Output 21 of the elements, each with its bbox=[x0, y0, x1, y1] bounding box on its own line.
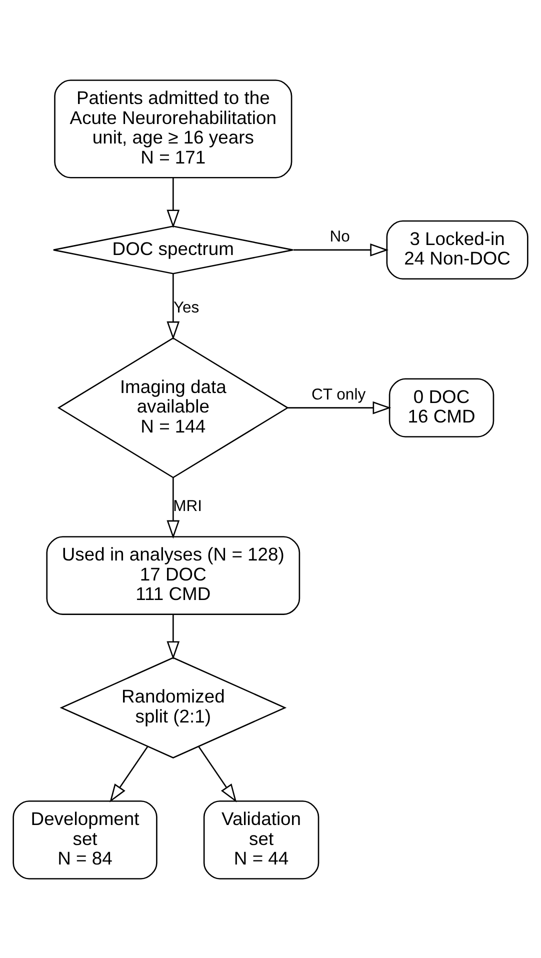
arrow bbox=[198, 746, 237, 802]
edge-label: CT only bbox=[312, 386, 366, 403]
arrow bbox=[293, 243, 389, 256]
node-box: Validation set N = 44 bbox=[203, 800, 320, 879]
arrow bbox=[166, 273, 180, 340]
node-box: Development set N = 84 bbox=[12, 800, 158, 879]
edge-label: Yes bbox=[173, 299, 200, 316]
node-box: Patients admitted to the Acute Neurorehabilitation unit, age ≥ 16 years N = 171 bbox=[54, 79, 292, 178]
arrow bbox=[166, 477, 180, 538]
node-box: 3 Locked-in 24 Non-DOC bbox=[386, 220, 528, 280]
node-box: 0 DOC 16 CMD bbox=[388, 378, 494, 437]
node-box: Used in analyses (N = 128) 17 DOC 111 CMD bbox=[46, 536, 300, 614]
node-diamond: DOC spectrum bbox=[52, 225, 294, 274]
edge-label: No bbox=[330, 228, 350, 246]
arrow bbox=[166, 614, 180, 660]
arrow bbox=[110, 746, 148, 802]
node-diamond: Randomized split (2:1) bbox=[60, 656, 287, 758]
arrow bbox=[288, 400, 392, 414]
arrow bbox=[166, 177, 180, 228]
edge-label: MRI bbox=[173, 498, 202, 515]
node-diamond: Imaging data available N = 144 bbox=[57, 336, 289, 478]
